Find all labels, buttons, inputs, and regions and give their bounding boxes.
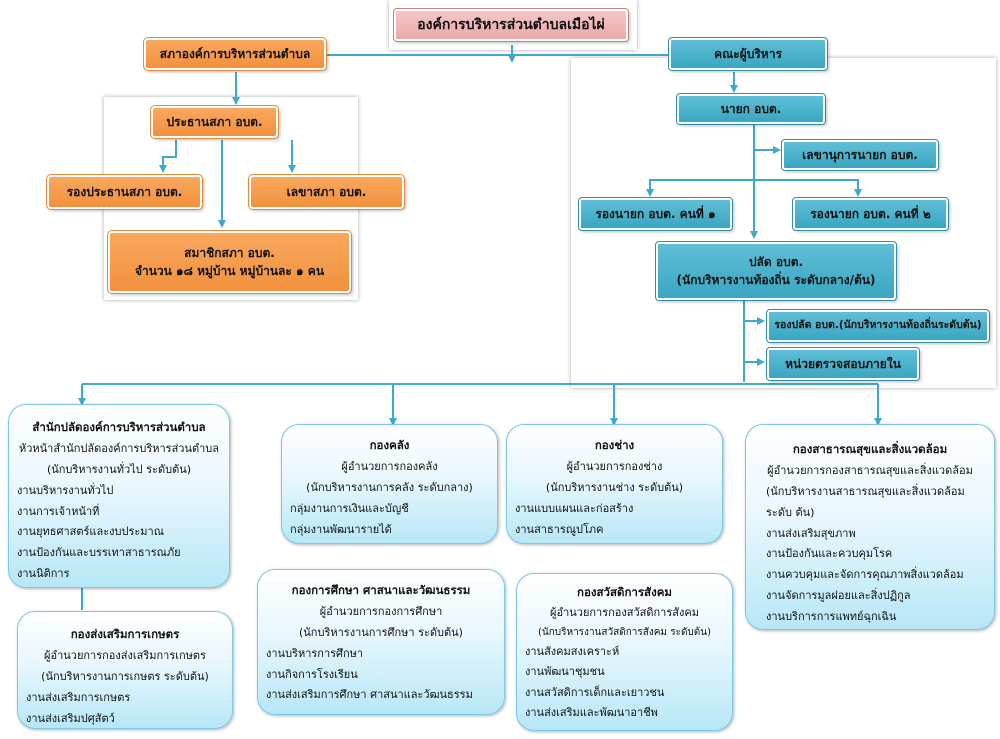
health-title: กองสาธารณสุขและสิ่งแวดล้อม <box>792 442 948 456</box>
health-rank-line2: ระดับ ต้น) <box>766 505 815 519</box>
exec-header-box: คณะผู้บริหาร <box>668 37 828 71</box>
mayor-box: นายก อบต. <box>676 93 826 125</box>
finance-item: กลุ่มงานการเงินและบัญชี <box>290 501 409 515</box>
office-title: สำนักปลัดองค์การบริหารส่วนตำบล <box>32 420 206 434</box>
education-rank: (นักบริหารงานการศึกษา ระดับต้น) <box>299 625 463 639</box>
top-title: องค์การบริหารส่วนตำบลเมือไผ่ <box>417 16 605 33</box>
welfare-item: งานสังคมสงเคราะห์ <box>525 645 620 659</box>
welfare-item: งานสวัสดิการเด็กและเยาวชน <box>525 685 665 699</box>
office-rank: (นักบริหารงานทั่วไป ระดับต้น) <box>46 462 192 476</box>
health-item: งานบริการการแพทย์ฉุกเฉิน <box>766 610 897 624</box>
education-dept-box: กองการศึกษา ศาสนาและวัฒนธรรม ผู้อำนวยการ… <box>257 569 505 715</box>
engineering-dept-box: กองช่าง ผู้อำนวยการกองช่าง (นักบริหารงาน… <box>506 424 723 544</box>
clerk-line2: (นักบริหารงานท้องถิ่น ระดับกลาง/ต้น) <box>676 273 876 287</box>
agriculture-item: งานส่งเสริมการเกษตร <box>26 690 131 704</box>
secretary-label: เลขาสภา อบต. <box>286 185 367 199</box>
mayor-secretary-label: เลขานุการนายก อบต. <box>802 148 918 162</box>
office-item: งานยุทธศาสตร์และงบประมาณ <box>17 525 164 539</box>
education-head: ผู้อำนวยการกองการศึกษา <box>319 604 443 618</box>
office-item: งานบริหารงานทั่วไป <box>17 483 114 497</box>
welfare-title: กองสวัสดิการสังคม <box>577 585 672 599</box>
education-item: งานส่งเสริมการศึกษา ศาสนาและวัฒนธรรม <box>266 688 473 702</box>
secretary-box: เลขาสภา อบต. <box>248 174 405 210</box>
education-title: กองการศึกษา ศาสนาและวัฒนธรรม <box>291 583 471 597</box>
chair-box: ประธานสภา อบต. <box>150 105 279 139</box>
agriculture-head: ผู้อำนวยการกองส่งเสริมการเกษตร <box>44 648 206 662</box>
top-title-box: องค์การบริหารส่วนตำบลเมือไผ่ <box>393 8 629 42</box>
finance-dept-box: กองคลัง ผู้อำนวยการกองคลัง (นักบริหารงาน… <box>281 424 498 544</box>
council-header-box: สภาองค์การบริหารส่วนตำบล <box>143 37 327 71</box>
engineering-item: งานสาธารณูปโภค <box>515 522 604 536</box>
council-header: สภาองค์การบริหารส่วนตำบล <box>159 47 311 61</box>
agriculture-rank: (นักบริหารงานการเกษตร ระดับต้น) <box>41 669 209 683</box>
finance-title: กองคลัง <box>369 438 410 452</box>
deputy2-box: รองนายก อบต. คนที่ ๒ <box>792 197 949 231</box>
engineering-item: งานแบบแผนและก่อสร้าง <box>515 501 634 515</box>
engineering-rank: (นักบริหารงานช่าง ระดับต้น) <box>545 480 684 494</box>
office-head: หัวหน้าสำนักปลัดองค์การบริหารส่วนตำบล <box>18 441 220 455</box>
deputy2-label: รองนายก อบต. คนที่ ๒ <box>810 207 931 221</box>
deputy1-label: รองนายก อบต. คนที่ ๑ <box>595 207 716 221</box>
engineering-head: ผู้อำนวยการกองช่าง <box>566 459 663 473</box>
health-item: งานควบคุมและจัดการคุณภาพสิ่งแวดล้อม <box>766 568 964 582</box>
health-item: งานส่งเสริมสุขภาพ <box>766 526 856 540</box>
vice-chair-label: รองประธานสภา อบต. <box>66 185 183 199</box>
welfare-rank: (นักบริหารงานสวัสดิการสังคม ระดับต้น) <box>537 626 712 638</box>
office-item: งานการเจ้าหน้าที่ <box>17 504 100 518</box>
health-dept-box: กองสาธารณสุขและสิ่งแวดล้อม ผู้อำนวยการกอ… <box>745 424 995 630</box>
deputy-clerk-label: รองปลัด อบต.(นักบริหารงานท้องถิ่นระดับต้… <box>774 319 982 332</box>
exec-header: คณะผู้บริหาร <box>714 47 782 61</box>
health-head: ผู้อำนวยการกองสาธารณสุขและสิ่งแวดล้อม <box>767 463 973 477</box>
mayor-secretary-box: เลขานุการนายก อบต. <box>781 139 939 171</box>
members-line1: สมาชิกสภา อบต. <box>184 246 275 260</box>
finance-head: ผู้อำนวยการกองคลัง <box>341 459 438 473</box>
deputy-clerk-box: รองปลัด อบต.(นักบริหารงานท้องถิ่นระดับต้… <box>766 309 990 343</box>
health-item: งานจัดการมูลฝอยและสิ่งปฏิกูล <box>766 589 911 603</box>
audit-label: หน่วยตรวจสอบภายใน <box>785 357 901 371</box>
audit-box: หน่วยตรวจสอบภายใน <box>766 347 920 381</box>
clerk-box: ปลัด อบต. (นักบริหารงานท้องถิ่น ระดับกลา… <box>655 241 897 301</box>
members-line2: จำนวน ๑๘ หมู่บ้าน หมู่บ้านละ ๑ คน <box>134 264 325 278</box>
welfare-head: ผู้อำนวยการกองสวัสดิการสังคม <box>550 606 699 620</box>
agriculture-title: กองส่งเสริมการเกษตร <box>70 627 180 641</box>
agriculture-dept-box: กองส่งเสริมการเกษตร ผู้อำนวยการกองส่งเสร… <box>17 611 233 729</box>
vice-chair-box: รองประธานสภา อบต. <box>46 174 203 210</box>
agriculture-item: งานส่งเสริมปศุสัตว์ <box>26 711 115 725</box>
chair-label: ประธานสภา อบต. <box>166 115 263 129</box>
office-dept-box: สำนักปลัดองค์การบริหารส่วนตำบล หัวหน้าสำ… <box>8 404 230 588</box>
chair-to-vice-line <box>159 140 177 173</box>
health-rank-line1: (นักบริหารงานสาธารณสุขและสิ่งแวดล้อม <box>766 484 965 498</box>
education-item: งานกิจการโรงเรียน <box>266 667 358 681</box>
members-box: สมาชิกสภา อบต. จำนวน ๑๘ หมู่บ้าน หมู่บ้า… <box>107 230 352 294</box>
clerk-line1: ปลัด อบต. <box>748 255 804 269</box>
deputy1-box: รองนายก อบต. คนที่ ๑ <box>578 197 733 231</box>
engineering-title: กองช่าง <box>594 438 635 452</box>
education-item: งานบริหารการศึกษา <box>266 646 364 660</box>
office-item: งานป้องกันและบรรเทาสาธารณภัย <box>17 546 181 560</box>
welfare-item: งานส่งเสริมและพัฒนาอาชีพ <box>525 706 658 720</box>
welfare-dept-box: กองสวัสดิการสังคม ผู้อำนวยการกองสวัสดิกา… <box>516 573 733 731</box>
finance-item: กลุ่มงานพัฒนารายได้ <box>290 522 392 536</box>
welfare-item: งานพัฒนาชุมชน <box>525 665 605 679</box>
office-item: งานนิติการ <box>17 567 70 581</box>
mayor-label: นายก อบต. <box>720 102 782 116</box>
finance-rank: (นักบริหารงานการคลัง ระดับกลาง) <box>306 480 473 494</box>
health-item: งานป้องกันและควบคุมโรค <box>766 547 893 561</box>
